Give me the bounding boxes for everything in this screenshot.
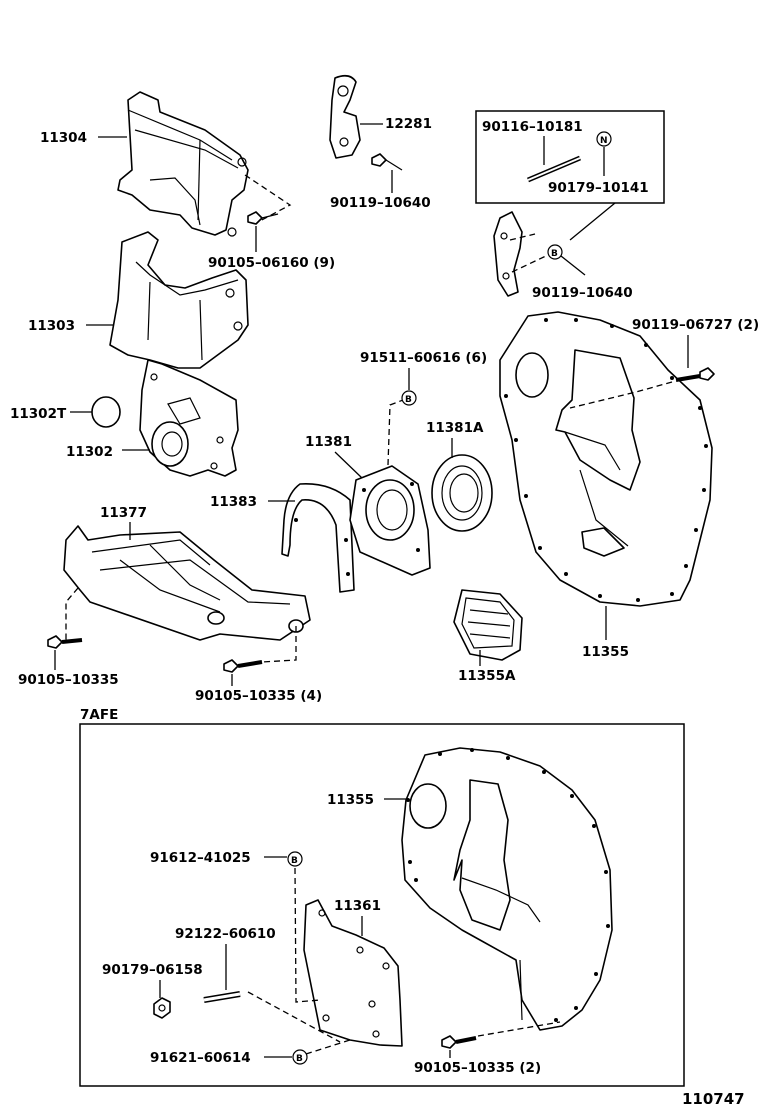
svg-text:N: N xyxy=(600,136,608,146)
label-12281: 12281 xyxy=(385,116,432,132)
section-box-7afe xyxy=(79,723,685,1087)
bracket-small xyxy=(493,211,523,297)
mark-n: N xyxy=(596,131,612,147)
label-11302: 11302 xyxy=(66,444,113,460)
bolt-90105-06160 xyxy=(247,211,279,225)
oil-pump-11302 xyxy=(139,359,239,477)
engine-hanger-12281 xyxy=(329,74,361,159)
bolt-90105-10335-b xyxy=(223,659,263,673)
mark-b-4: B xyxy=(292,1049,308,1065)
label-90119-10640-a: 90119–10640 xyxy=(330,195,431,211)
label-90105-10335-b: 90105–10335 (4) xyxy=(195,688,322,704)
seal-retainer-11383 xyxy=(281,483,355,593)
oil-seal-11381a xyxy=(431,454,493,532)
label-11361: 11361 xyxy=(334,898,381,914)
figure-number: 110747 xyxy=(682,1090,745,1108)
cover-11355a xyxy=(453,589,523,661)
label-11381a: 11381A xyxy=(426,420,484,436)
plate-11361 xyxy=(303,899,403,1047)
label-11303: 11303 xyxy=(28,318,75,334)
plug-11302t xyxy=(91,396,121,428)
bolt-90105-10335-c xyxy=(441,1035,477,1049)
label-11355: 11355 xyxy=(582,644,629,660)
label-11377: 11377 xyxy=(100,505,147,521)
label-90119-10640-b: 90119–10640 xyxy=(532,285,633,301)
label-11355-7afe: 11355 xyxy=(327,792,374,808)
label-90105-06160: 90105–06160 (9) xyxy=(208,255,335,271)
bolt-90119-10640-a xyxy=(371,153,403,171)
label-92122-60610: 92122–60610 xyxy=(175,926,276,942)
nut-90179-06158 xyxy=(153,997,171,1019)
stud-92122-60610 xyxy=(203,991,241,1003)
bolt-90105-10335-a xyxy=(47,635,83,649)
mark-b-2: B xyxy=(401,390,417,406)
svg-text:B: B xyxy=(405,395,412,405)
svg-text:B: B xyxy=(551,249,558,259)
timing-cover-upper xyxy=(117,91,249,237)
mark-b-3: B xyxy=(287,851,303,867)
oil-pan-11377 xyxy=(63,525,311,641)
label-90179-06158: 90179–06158 xyxy=(102,962,203,978)
bolt-90119-06727 xyxy=(675,367,715,382)
label-11381: 11381 xyxy=(305,434,352,450)
label-11355a: 11355A xyxy=(458,668,516,684)
label-90119-06727: 90119–06727 (2) xyxy=(632,317,759,333)
label-11302t: 11302T xyxy=(10,406,67,422)
label-90105-10335-a: 90105–10335 xyxy=(18,672,119,688)
label-90116-10181: 90116–10181 xyxy=(482,119,583,135)
label-90105-10335-c: 90105–10335 (2) xyxy=(414,1060,541,1076)
section-label-7afe: 7AFE xyxy=(80,707,118,723)
svg-text:B: B xyxy=(296,1054,303,1064)
end-plate-11355-7afe xyxy=(401,747,613,1031)
seal-retainer-11381 xyxy=(349,465,431,576)
label-90179-10141: 90179–10141 xyxy=(548,180,649,196)
label-91621-60614: 91621–60614 xyxy=(150,1050,251,1066)
label-11304: 11304 xyxy=(40,130,87,146)
mark-b-1: B xyxy=(547,244,563,260)
label-11383: 11383 xyxy=(210,494,257,510)
label-91511-60616: 91511–60616 (6) xyxy=(360,350,487,366)
end-plate-11355 xyxy=(499,311,713,607)
timing-cover-middle xyxy=(109,231,249,369)
detail-box-stud xyxy=(475,110,665,204)
svg-text:B: B xyxy=(291,856,298,866)
stud-90116-10181 xyxy=(527,155,581,183)
label-91612-41025: 91612–41025 xyxy=(150,850,251,866)
